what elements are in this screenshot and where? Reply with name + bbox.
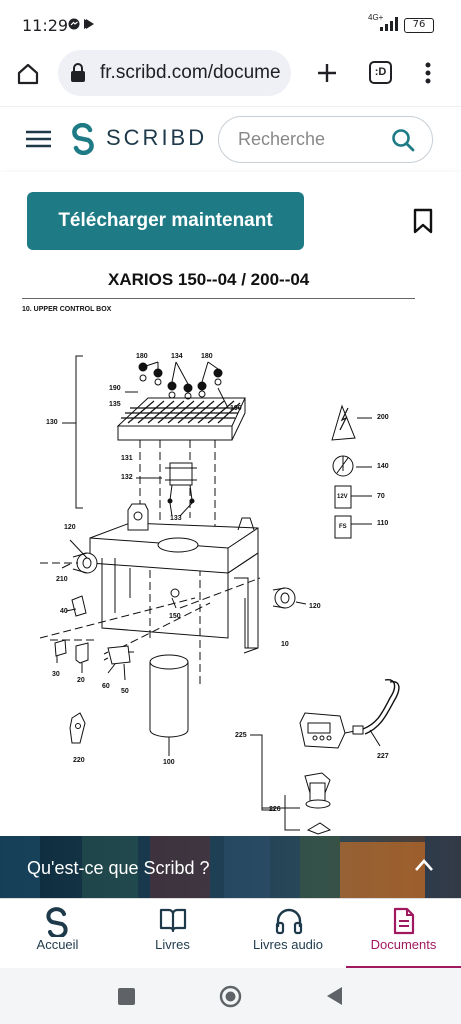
home-circle-icon[interactable] — [219, 985, 242, 1013]
part-label: 190 — [230, 405, 242, 412]
part-label: 130 — [46, 419, 58, 426]
promo-banner[interactable]: Qu'est-ce que Scribd ? — [0, 836, 461, 898]
tab-switcher-button[interactable]: :D — [369, 61, 392, 84]
address-bar[interactable]: fr.scribd.com/docume — [58, 50, 291, 96]
browser-toolbar: fr.scribd.com/docume :D — [0, 50, 461, 106]
part-label: 131 — [121, 455, 133, 462]
url-text[interactable]: fr.scribd.com/docume — [100, 62, 281, 83]
document-title: XARIOS 150--04 / 200--04 — [108, 270, 310, 289]
chevron-up-icon[interactable] — [414, 858, 434, 877]
nav-item-livres-audio[interactable]: Livres audio — [230, 899, 346, 969]
status-bar: 11:29 4G+ 76 — [0, 0, 461, 50]
search-input[interactable]: Recherche — [218, 116, 433, 163]
part-label: 40 — [60, 608, 68, 615]
document-icon — [393, 907, 415, 935]
new-tab-icon[interactable] — [316, 62, 338, 89]
part-label: 60 — [102, 683, 110, 690]
search-icon[interactable] — [391, 128, 415, 157]
part-label: 100 — [163, 759, 175, 766]
bottom-navigation: Accueil Livres Livres audio Documents — [0, 898, 461, 969]
nav-label: Documents — [370, 937, 437, 952]
part-label: 50 — [121, 688, 129, 695]
part-label: 110 — [377, 520, 389, 527]
promo-title: Qu'est-ce que Scribd ? — [27, 858, 210, 878]
site-header: SCRIBD Recherche — [0, 106, 461, 172]
download-now-button[interactable]: Télécharger maintenant — [27, 192, 304, 250]
part-label: 132 — [121, 474, 133, 481]
signal-icon — [380, 17, 400, 36]
nav-label: Livres audio — [252, 937, 324, 952]
nav-label: Accueil — [36, 937, 79, 952]
book-covers-background — [0, 836, 461, 898]
nav-item-livres[interactable]: Livres — [115, 899, 230, 969]
part-label: 120 — [64, 524, 76, 531]
part-label: 226 — [269, 806, 281, 813]
book-icon — [159, 908, 187, 933]
symbol-12v: 12V — [337, 494, 348, 500]
part-label: 200 — [377, 414, 389, 421]
bookmark-icon[interactable] — [413, 208, 433, 239]
scribd-logo-icon[interactable] — [70, 122, 96, 160]
section-heading: 10. UPPER CONTROL BOX — [22, 306, 112, 313]
part-label: 20 — [77, 677, 85, 684]
scribd-logo[interactable]: SCRIBD — [106, 125, 208, 150]
part-label: 150 — [169, 613, 181, 620]
part-label: 180 — [136, 353, 148, 360]
active-tab-indicator — [346, 966, 461, 969]
document-page: XARIOS 150--04 / 200--04 10. UPPER CONTR… — [0, 268, 461, 836]
part-label: 70 — [377, 493, 385, 500]
part-label: 210 — [56, 576, 68, 583]
title-divider — [22, 298, 415, 299]
part-label: 120 — [309, 603, 321, 610]
back-icon[interactable] — [325, 986, 343, 1011]
more-menu-icon[interactable] — [424, 62, 432, 89]
symbol-fs: FS — [339, 524, 347, 530]
clock: 11:29 — [22, 16, 69, 35]
part-label: 225 — [235, 732, 247, 739]
nav-item-accueil[interactable]: Accueil — [0, 899, 115, 969]
system-navigation-bar — [0, 968, 461, 1024]
lock-icon[interactable] — [70, 63, 86, 88]
part-label: 30 — [52, 671, 60, 678]
search-placeholder: Recherche — [238, 129, 326, 149]
battery-icon: 76 — [404, 18, 434, 33]
part-label: 10 — [281, 641, 289, 648]
home-icon[interactable] — [16, 62, 40, 91]
recents-icon[interactable] — [118, 988, 135, 1005]
part-label: 227 — [377, 753, 389, 760]
part-label: 140 — [377, 463, 389, 470]
nav-item-documents[interactable]: Documents — [346, 899, 461, 969]
scribd-home-icon — [46, 907, 68, 937]
network-type: 4G+ — [368, 13, 384, 22]
exploded-parts-diagram — [39, 355, 400, 835]
part-label: 190 — [109, 385, 121, 392]
part-label: 133 — [170, 515, 182, 522]
menu-icon[interactable] — [26, 129, 51, 154]
part-label: 180 — [201, 353, 213, 360]
part-label: 135 — [109, 401, 121, 408]
part-label: 220 — [73, 757, 85, 764]
headphones-icon — [275, 908, 303, 935]
nav-label: Livres — [155, 937, 190, 952]
part-label: 134 — [171, 353, 183, 360]
notification-icons — [68, 17, 102, 34]
download-bar: Télécharger maintenant — [0, 172, 461, 268]
